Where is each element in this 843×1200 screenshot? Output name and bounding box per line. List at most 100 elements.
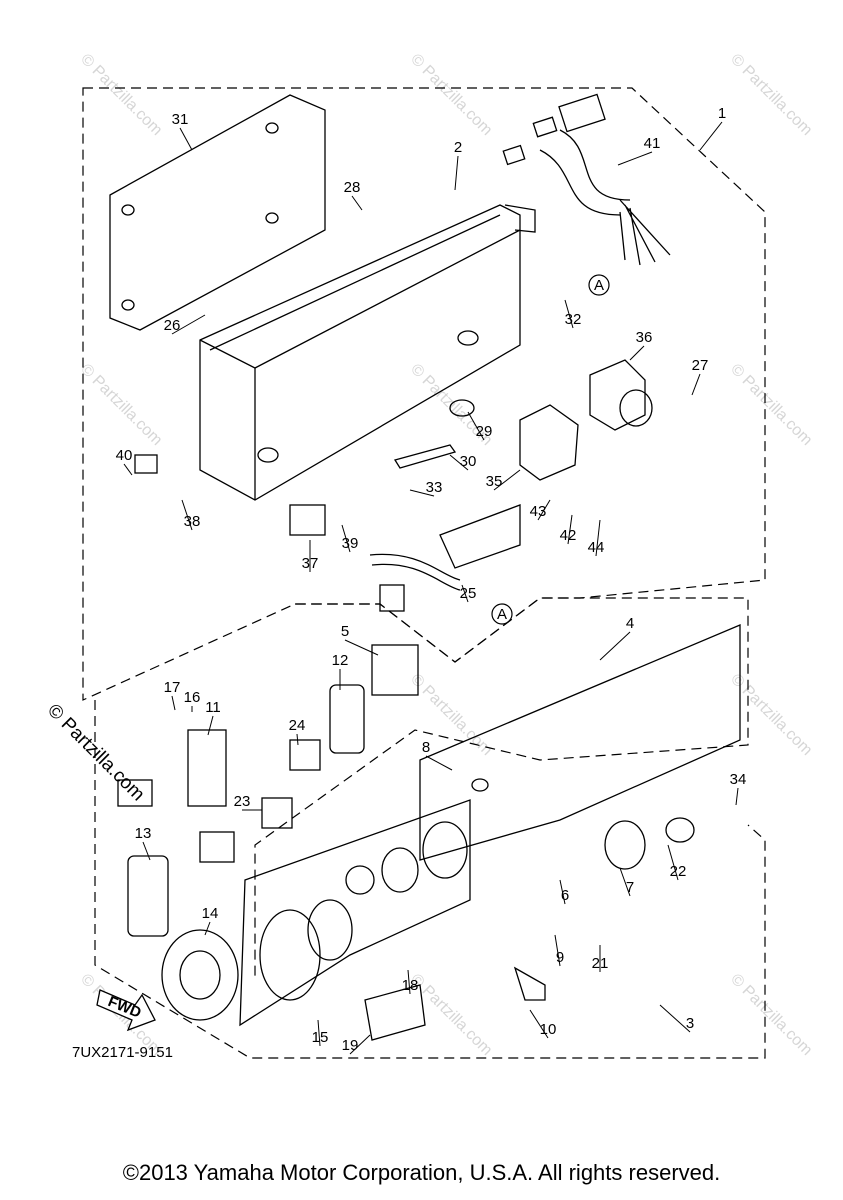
callout-22: 22 (670, 863, 687, 880)
ref-marker-a-lower: A (497, 606, 507, 623)
callout-4: 4 (626, 615, 634, 632)
callout-11: 11 (205, 699, 221, 716)
callout-1: 1 (718, 105, 726, 122)
callout-44: 44 (588, 539, 605, 556)
callout-23: 23 (234, 793, 251, 810)
watermark-tiles: © Partzilla.com © Partzilla.com © Partzill… (77, 51, 815, 1059)
callout-31: 31 (172, 111, 189, 128)
callout-6: 6 (561, 887, 569, 904)
callout-leader-33 (409, 489, 435, 497)
callout-leader-35 (493, 469, 521, 491)
callout-leader-5 (344, 639, 379, 656)
callout-leader-27 (691, 373, 701, 396)
callout-leader-7 (619, 867, 631, 897)
watermark-tile: © Partzilla.com (407, 671, 495, 759)
callout-30: 30 (460, 453, 477, 470)
ref-marker-a-upper: A (594, 277, 604, 294)
callout-41: 41 (644, 135, 661, 152)
callout-35: 35 (486, 473, 503, 490)
callout-32: 32 (565, 311, 582, 328)
callout-leader-22 (667, 844, 679, 881)
watermark-tile: © Partzilla.com (77, 361, 165, 449)
watermark-tile: © Partzilla.com (407, 971, 495, 1059)
callout-leader-15 (317, 1019, 321, 1047)
callout-leader-36 (629, 345, 645, 361)
callout-7: 7 (626, 879, 634, 896)
callout-26: 26 (164, 317, 181, 334)
callout-leader-34 (735, 787, 739, 806)
watermark-tile: © Partzilla.com (727, 51, 815, 139)
watermark-tile: © Partzilla.com (407, 51, 495, 139)
callout-leader-2 (454, 155, 459, 191)
callout-leader-9 (554, 934, 561, 967)
watermark-tile: © Partzilla.com (77, 51, 165, 139)
callout-leader-14 (204, 921, 211, 936)
callout-leader-31 (179, 127, 193, 151)
callout-leader-4 (599, 631, 631, 661)
assembly-boundaries (82, 87, 766, 1059)
callout-39: 39 (342, 535, 359, 552)
callout-leader-1 (699, 121, 723, 151)
callout-leader-32 (564, 299, 574, 329)
watermark-tile: © Partzilla.com (727, 361, 815, 449)
callout-28: 28 (344, 179, 361, 196)
callout-leader-29 (467, 411, 485, 441)
callout-2: 2 (454, 139, 462, 156)
callout-leader-42 (567, 514, 573, 545)
callout-27: 27 (692, 357, 709, 374)
callout-leader-19 (349, 1034, 371, 1055)
callout-leader-13 (142, 841, 151, 861)
front-panel (239, 624, 741, 1027)
callout-36: 36 (636, 329, 653, 346)
callout-leader-8 (425, 755, 453, 771)
callout-33: 33 (426, 479, 443, 496)
callout-leader-28 (351, 195, 363, 211)
callout-leader-3 (659, 1004, 691, 1033)
callout-29: 29 (476, 423, 493, 440)
callout-13: 13 (135, 825, 152, 842)
callout-17: 17 (164, 679, 181, 696)
callout-leader-25 (461, 584, 469, 603)
callout-12: 12 (332, 652, 349, 669)
reference-markers (491, 274, 610, 625)
callout-leader-40 (123, 463, 133, 476)
rear-cover-plate (109, 94, 326, 331)
callout-leader-39 (341, 524, 351, 553)
callout-5: 5 (341, 623, 349, 640)
callout-8: 8 (422, 739, 430, 756)
callout-16: 16 (184, 689, 201, 706)
callout-leader-26 (171, 314, 206, 335)
callout-leader-44 (595, 519, 601, 557)
callout-38: 38 (184, 513, 201, 530)
callout-leader-10 (529, 1009, 549, 1039)
callout-43: 43 (530, 503, 547, 520)
callout-leader-43 (537, 499, 551, 521)
callout-leader-41 (617, 151, 653, 166)
callout-9: 9 (556, 949, 564, 966)
callout-18: 18 (402, 977, 419, 994)
watermark-tile: © Partzilla.com (727, 971, 815, 1059)
callout-40: 40 (116, 447, 133, 464)
callout-14: 14 (202, 905, 219, 922)
control-box (199, 204, 536, 501)
callout-leader-17 (171, 695, 176, 711)
callout-10: 10 (540, 1021, 557, 1038)
callout-3: 3 (686, 1015, 694, 1032)
callout-15: 15 (312, 1029, 329, 1046)
callout-34: 34 (730, 771, 747, 788)
callout-24: 24 (289, 717, 306, 734)
callout-42: 42 (560, 527, 577, 544)
callout-leader-24 (296, 733, 299, 746)
callout-leader-30 (449, 454, 469, 471)
copyright-notice: ©2013 Yamaha Motor Corporation, U.S.A. A… (122, 1160, 721, 1185)
drawing-code: 7UX2171-9151 (72, 1044, 173, 1061)
callout-25: 25 (460, 585, 477, 602)
callout-leader-6 (559, 879, 566, 905)
callout-leader-18 (407, 969, 411, 995)
wiring-harness (502, 93, 671, 266)
callout-19: 19 (342, 1037, 359, 1054)
callout-leader-38 (181, 499, 193, 531)
callout-leaders (123, 121, 739, 1055)
callout-leader-11 (207, 715, 214, 736)
